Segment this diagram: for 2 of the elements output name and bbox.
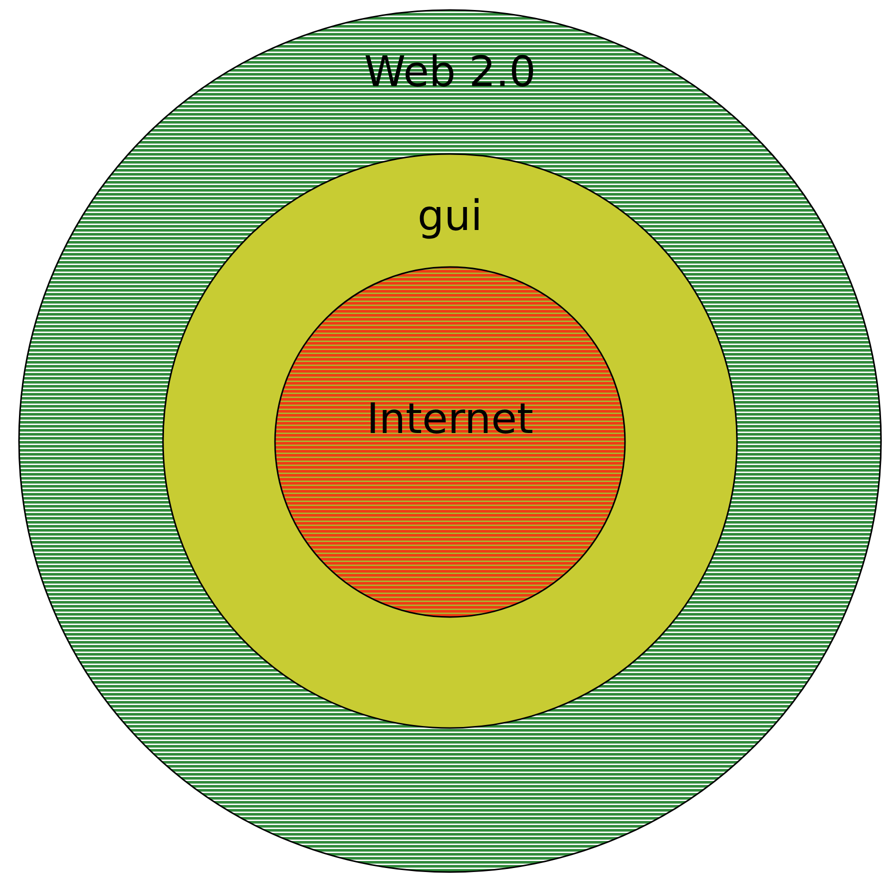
circle-label: gui bbox=[418, 193, 482, 240]
circle-label: Internet bbox=[366, 396, 534, 442]
